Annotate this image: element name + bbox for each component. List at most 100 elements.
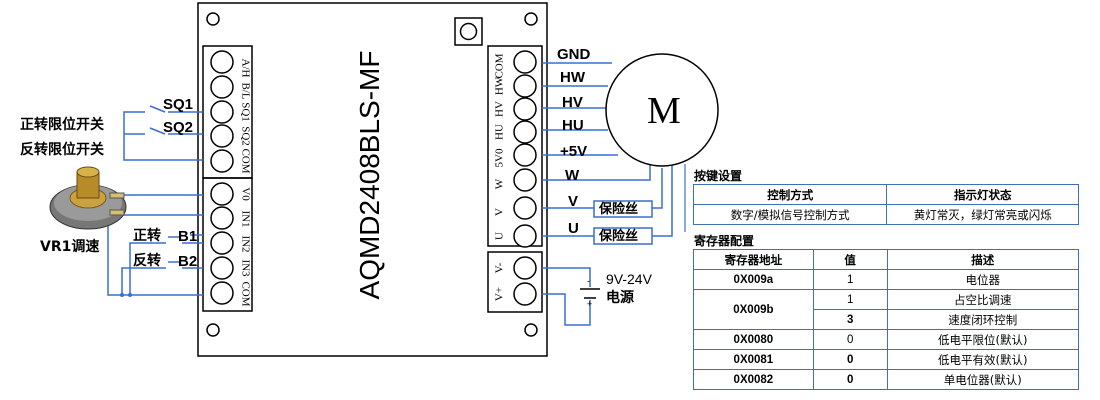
pin-label: HW — [493, 76, 506, 96]
register-value: 0 — [812, 329, 888, 350]
hu-label: HU — [562, 117, 584, 134]
sq2-label: SQ2 — [163, 119, 194, 136]
power-plus: + — [587, 299, 593, 309]
right-terminal-power — [487, 251, 543, 313]
pin-label: V+ — [493, 286, 506, 302]
reverse-limit-label: 反转限位开关 — [20, 142, 104, 158]
motor-symbol: M — [647, 90, 681, 132]
table-row: 0X0080 0 低电平限位(默认) — [693, 329, 1080, 350]
pin-label: COM — [239, 281, 252, 307]
fuse-u-label: 保险丝 — [599, 229, 639, 244]
pin-label: COM — [493, 53, 506, 79]
register-addr: 0X0081 — [693, 349, 814, 370]
register-desc: 单电位器(默认) — [886, 369, 1080, 390]
key-settings-header: 控制方式 — [692, 184, 888, 205]
table-row: 3 速度闭环控制 — [694, 309, 1080, 330]
left-wires — [107, 111, 203, 296]
board-button — [454, 17, 483, 46]
terminal-screw-1 — [210, 182, 234, 206]
pin-label: A/H — [239, 58, 252, 78]
terminal-screw-5 — [210, 149, 234, 173]
key-settings-header: 指示灯状态 — [886, 184, 1079, 205]
key-settings-cell: 黄灯常灭，绿灯常亮或闪烁 — [886, 204, 1079, 225]
terminal-screw-3 — [210, 231, 234, 255]
register-value: 0 — [812, 369, 888, 390]
terminal-screw-2 — [210, 206, 234, 230]
terminal-screw-2 — [513, 74, 537, 98]
registers-header: 值 — [812, 249, 888, 270]
pin-label: IN3 — [239, 259, 252, 277]
terminal-screw-8 — [513, 224, 537, 248]
register-addr: 0X009b — [693, 289, 814, 330]
board-button-cap — [459, 22, 478, 41]
register-desc: 低电平有效(默认) — [886, 349, 1080, 370]
terminal-screw-1 — [513, 50, 537, 74]
forward-limit-label: 正转限位开关 — [20, 117, 104, 133]
register-value: 1 — [812, 289, 888, 310]
key-settings-table: 控制方式 指示灯状态 数字/模拟信号控制方式 黄灯常灭，绿灯常亮或闪烁 — [692, 184, 1079, 225]
reverse-label: 反转 — [133, 253, 161, 269]
register-desc: 占空比调速 — [886, 289, 1080, 310]
terminal-screw-3 — [513, 97, 537, 121]
motor-wires — [542, 62, 673, 237]
register-value: 0 — [812, 349, 888, 370]
table-row: 0X009a 1 电位器 — [693, 269, 1080, 290]
pin-label: HV — [493, 101, 506, 117]
power-wires — [542, 267, 591, 326]
terminal-screw-4 — [210, 256, 234, 280]
terminal-screw-2 — [513, 282, 537, 306]
terminal-screw-4 — [513, 120, 537, 144]
register-addr: 0X0080 — [693, 329, 814, 350]
pin-label: V0 — [239, 187, 252, 201]
terminal-screw-7 — [513, 196, 537, 220]
register-desc: 电位器 — [886, 269, 1080, 290]
w-label: W — [565, 167, 580, 184]
left-terminal-bottom — [202, 177, 253, 312]
table-row: 0X0081 0 低电平有效(默认) — [693, 349, 1080, 370]
terminal-screw-3 — [210, 100, 234, 124]
b2-label: B2 — [178, 253, 198, 270]
pin-label: 5V0 — [493, 148, 506, 168]
forward-label: 正转 — [133, 228, 161, 244]
hv-label: HV — [562, 94, 583, 111]
v-label: V — [568, 193, 579, 210]
terminal-screw-4 — [210, 124, 234, 148]
board-model: AQMD2408BLS-MF — [354, 50, 385, 300]
table-row: 0X0082 0 单电位器(默认) — [693, 369, 1080, 390]
register-desc: 低电平限位(默认) — [886, 329, 1080, 350]
mount-hole-bl — [206, 323, 220, 337]
registers-header: 描述 — [886, 249, 1080, 270]
terminal-screw-5 — [513, 143, 537, 167]
sq1-label: SQ1 — [163, 96, 194, 113]
registers-table: 寄存器地址 值 描述 0X009a 1 电位器 0X009b 1 占空比调速 3… — [693, 249, 1080, 390]
pin-label: SQ2 — [239, 126, 252, 146]
power-voltage: 9V-24V — [606, 271, 652, 287]
b1-label: B1 — [178, 228, 198, 245]
registers-title: 寄存器配置 — [694, 234, 755, 248]
pin-label: B/L — [239, 82, 252, 100]
fuse-v-box — [593, 200, 653, 218]
pin-label: W — [493, 178, 506, 190]
pin-label: V- — [493, 262, 506, 274]
gnd-label: GND — [557, 46, 591, 63]
pin-label: V — [493, 208, 506, 216]
power-minus: - — [587, 276, 590, 286]
u-label: U — [568, 220, 579, 237]
table-row: 0X009b 1 占空比调速 — [693, 289, 1080, 330]
pin-label: COM — [239, 148, 252, 174]
register-addr: 0X009a — [693, 269, 814, 290]
power-name: 电源 — [606, 290, 634, 306]
register-value: 1 — [812, 269, 888, 290]
register-desc: 速度闭环控制 — [886, 309, 1080, 330]
mount-hole-tl — [206, 12, 220, 26]
plus5v-label: +5V — [560, 143, 588, 160]
terminal-screw-1 — [513, 256, 537, 280]
registers-header: 寄存器地址 — [693, 249, 814, 270]
pot-label: VR1调速 — [40, 239, 100, 255]
hw-label: HW — [560, 69, 585, 86]
key-settings-cell: 数字/模拟信号控制方式 — [692, 204, 888, 225]
potentiometer-image — [49, 166, 127, 230]
register-value: 3 — [812, 309, 888, 330]
register-addr: 0X0082 — [693, 369, 814, 390]
mount-hole-tr — [524, 12, 538, 26]
